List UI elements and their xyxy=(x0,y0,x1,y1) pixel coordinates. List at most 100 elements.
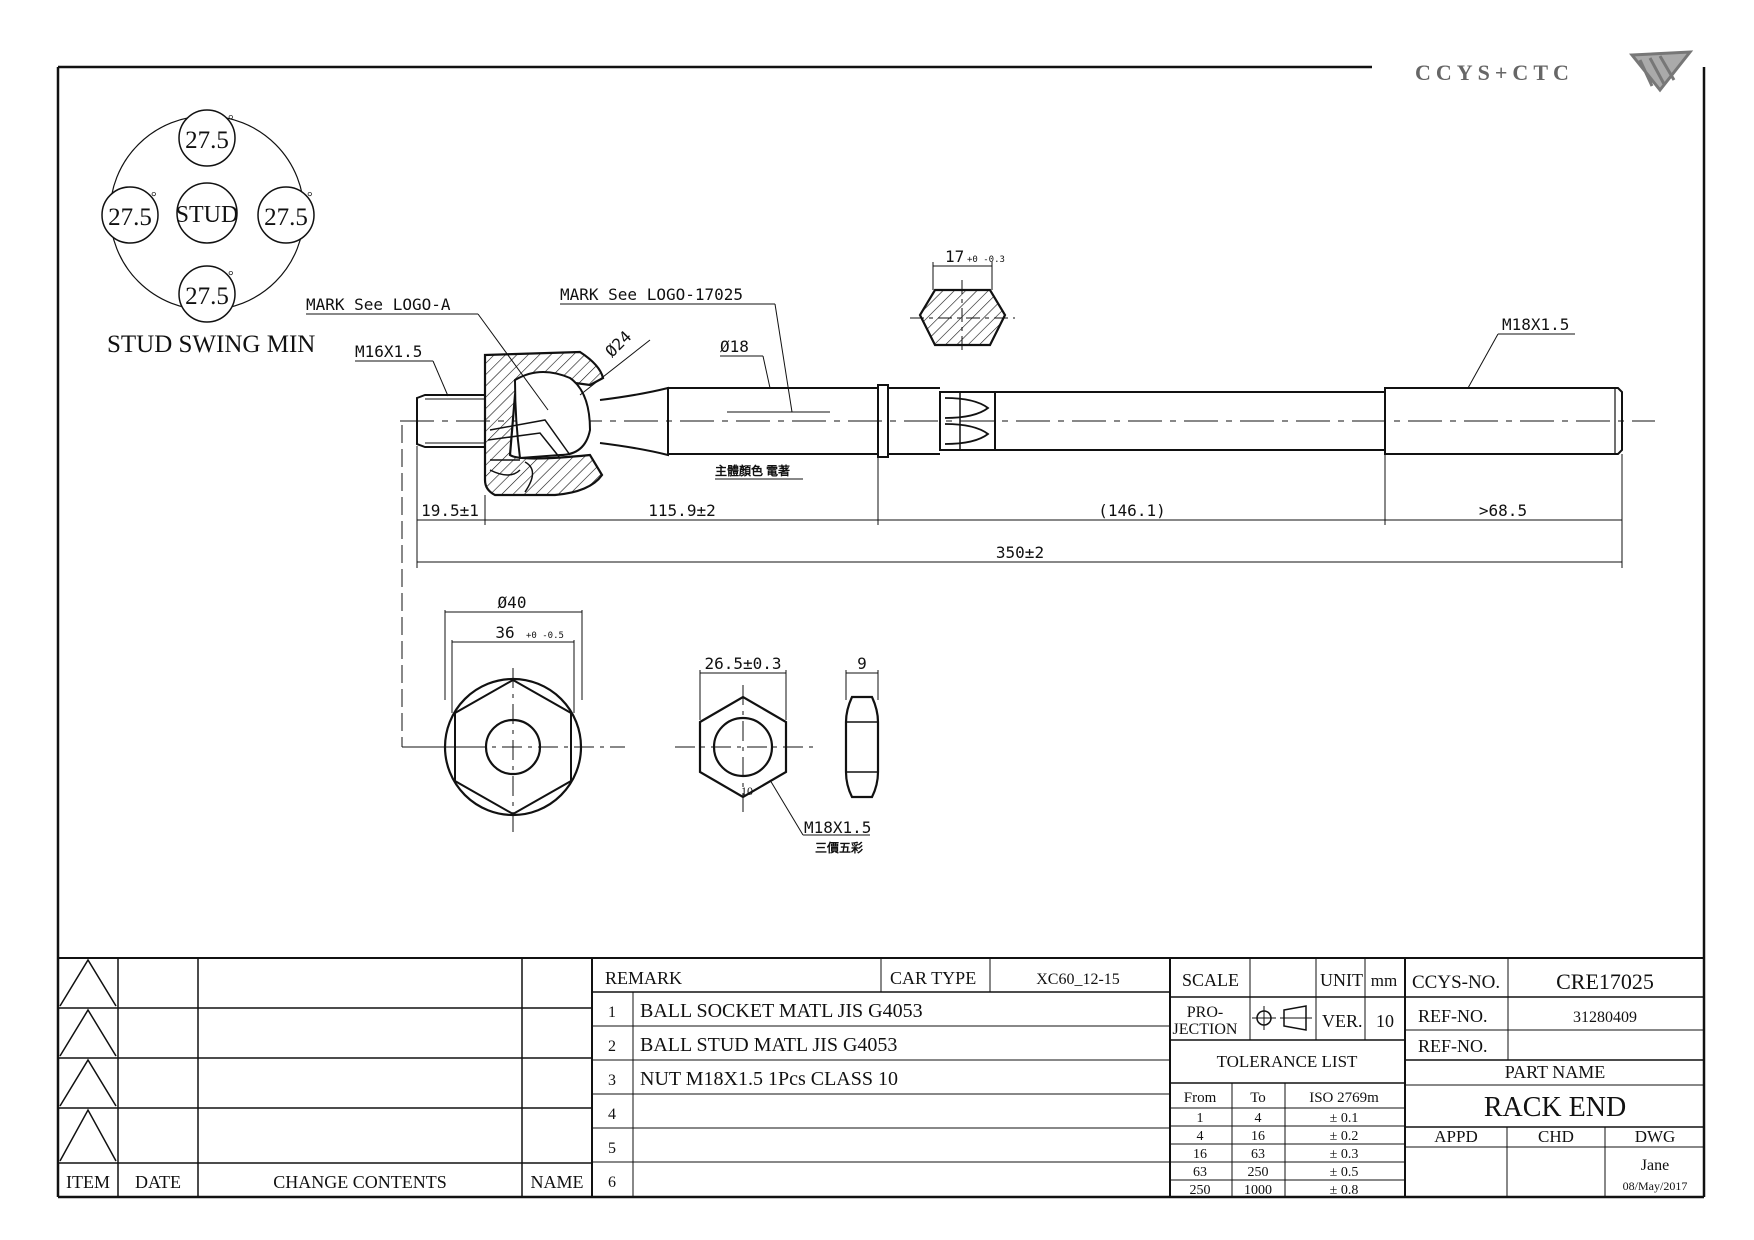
rev-header-item: ITEM xyxy=(66,1172,110,1192)
tol-value: ± 0.1 xyxy=(1330,1111,1359,1126)
nut-thread-label: M18X1.5 xyxy=(804,818,871,837)
tol-to: 16 xyxy=(1251,1129,1265,1144)
unit-value: mm xyxy=(1371,971,1397,990)
part-name-label: PART NAME xyxy=(1505,1062,1605,1082)
tol-value: ± 0.5 xyxy=(1330,1165,1359,1180)
stud-swing-diagram: 27.5 27.5 27.5 27.5 ° ° ° ° STUD STUD SW… xyxy=(101,109,315,358)
degree-bottom: ° xyxy=(228,269,234,284)
swing-value-bottom: 27.5 xyxy=(185,283,229,310)
tol-from: 4 xyxy=(1197,1129,1204,1144)
swing-circle-left xyxy=(101,186,159,244)
swing-circle-bottom xyxy=(178,265,236,323)
scale-tolerance-block: SCALE UNIT mm PRO- JECTION VER. 10 TOLER… xyxy=(1170,958,1406,1198)
tol-header-iso: ISO 2769m xyxy=(1309,1090,1379,1106)
tol-header-from: From xyxy=(1184,1090,1217,1106)
dim-146-1: (146.1) xyxy=(1098,501,1165,520)
dwg-label: DWG xyxy=(1635,1127,1676,1146)
logo-text: CCYS+CTC xyxy=(1415,60,1574,85)
nut-finish-note: 三價五彩 xyxy=(815,840,863,855)
rack-end-side-view xyxy=(400,350,1655,497)
swing-circle-top xyxy=(178,109,236,167)
dim-19-5: 19.5±1 xyxy=(421,501,479,520)
ver-value: 10 xyxy=(1376,1011,1394,1031)
tol-value: ± 0.3 xyxy=(1330,1147,1359,1162)
title-block: ITEM DATE CHANGE CONTENTS NAME REMARK CA… xyxy=(58,957,1704,1198)
dia40-dim: Ø40 xyxy=(498,593,527,612)
scale-label: SCALE xyxy=(1182,970,1239,990)
hex36-tolerance: +0 -0.5 xyxy=(526,631,564,641)
tol-value: ± 0.2 xyxy=(1330,1129,1359,1144)
part-name-value: RACK END xyxy=(1484,1092,1626,1123)
remark-header: REMARK xyxy=(605,968,682,988)
rev-header-date: DATE xyxy=(135,1172,181,1192)
unit-label: UNIT xyxy=(1320,970,1363,990)
tol-header-to: To xyxy=(1250,1090,1266,1106)
thread-left-label: M16X1.5 xyxy=(355,342,422,361)
stud-label: STUD xyxy=(176,202,239,228)
ccys-no-label: CCYS-NO. xyxy=(1412,972,1500,993)
projection-symbol-icon xyxy=(1252,1005,1312,1031)
nut-side-view: 9 xyxy=(844,654,880,799)
revision-triangle-icon xyxy=(59,958,117,1162)
logo-mark-icon xyxy=(1629,50,1694,93)
tol-from: 63 xyxy=(1193,1165,1207,1180)
chd-label: CHD xyxy=(1538,1127,1574,1146)
company-logo: CCYS+CTC xyxy=(1415,50,1694,93)
thread-right-label: M18X1.5 xyxy=(1502,315,1569,334)
dim-68-5: >68.5 xyxy=(1479,501,1527,520)
stud-center-circle xyxy=(176,182,238,244)
remark-num: 1 xyxy=(608,1004,616,1021)
identification-block: CCYS-NO. CRE17025 REF-NO. 31280409 REF-N… xyxy=(1405,958,1704,1197)
tol-from: 1 xyxy=(1197,1111,1204,1126)
nut-front-view: 26.5±0.3 10 M18X1.5 三價五彩 xyxy=(675,654,871,855)
remark-num: 4 xyxy=(608,1106,616,1123)
end-view: Ø40 36 +0 -0.5 xyxy=(430,593,625,835)
remark-num: 3 xyxy=(608,1072,616,1089)
nut-thickness-dim: 9 xyxy=(857,654,867,673)
revision-table: ITEM DATE CHANGE CONTENTS NAME xyxy=(58,958,593,1197)
ccys-no-value: CRE17025 xyxy=(1556,969,1654,994)
dia18-label: Ø18 xyxy=(720,337,749,356)
remark-num: 5 xyxy=(608,1140,616,1157)
swing-value-right: 27.5 xyxy=(264,204,308,231)
rev-header-name: NAME xyxy=(531,1172,584,1192)
drawing-date: 08/May/2017 xyxy=(1623,1179,1688,1193)
appd-label: APPD xyxy=(1434,1127,1477,1146)
dim-115-9: 115.9±2 xyxy=(648,501,715,520)
tol-value: ± 0.8 xyxy=(1330,1183,1359,1198)
degree-left: ° xyxy=(151,190,157,205)
flats-section-view: 17 +0 -0.3 xyxy=(910,247,1015,355)
hex36-dim: 36 xyxy=(495,623,514,642)
tol-from: 16 xyxy=(1193,1147,1207,1162)
swing-value-top: 27.5 xyxy=(185,127,229,154)
projection-label-1: PRO- xyxy=(1187,1004,1223,1021)
swing-value-left: 27.5 xyxy=(108,204,152,231)
remark-num: 6 xyxy=(608,1174,616,1191)
body-color-note: 主體顏色 電著 xyxy=(715,463,790,478)
drawn-by: Jane xyxy=(1641,1157,1669,1174)
rev-header-contents: CHANGE CONTENTS xyxy=(273,1172,447,1192)
nut-width-dim: 26.5±0.3 xyxy=(704,654,781,673)
tolerance-title: TOLERANCE LIST xyxy=(1217,1052,1358,1071)
ref-no-value-1: 31280409 xyxy=(1573,1009,1637,1026)
tol-to: 63 xyxy=(1251,1147,1265,1162)
callouts: MARK See LOGO-A MARK See LOGO-17025 M16X… xyxy=(306,285,1575,480)
ver-label: VER. xyxy=(1322,1011,1363,1031)
car-type-label: CAR TYPE xyxy=(890,968,976,988)
remark-text: BALL STUD MATL JIS G4053 xyxy=(640,1034,897,1056)
tol-to: 250 xyxy=(1248,1165,1269,1180)
flat17-dim: 17 xyxy=(945,247,964,266)
tol-from: 250 xyxy=(1190,1183,1211,1198)
remark-text: NUT M18X1.5 1Pcs CLASS 10 xyxy=(640,1068,898,1090)
tol-to: 4 xyxy=(1255,1111,1262,1126)
remark-num: 2 xyxy=(608,1038,616,1055)
ref-no-label-1: REF-NO. xyxy=(1418,1006,1488,1026)
nut-grade-mark: 10 xyxy=(741,784,753,798)
degree-top: ° xyxy=(228,113,234,128)
dim-total: 350±2 xyxy=(996,543,1044,562)
dimension-lines: 19.5±1 115.9±2 (146.1) >68.5 350±2 xyxy=(401,425,1623,748)
tol-to: 1000 xyxy=(1244,1183,1272,1198)
remark-text: BALL SOCKET MATL JIS G4053 xyxy=(640,1000,923,1022)
mark-logo-a: MARK See LOGO-A xyxy=(306,295,451,314)
